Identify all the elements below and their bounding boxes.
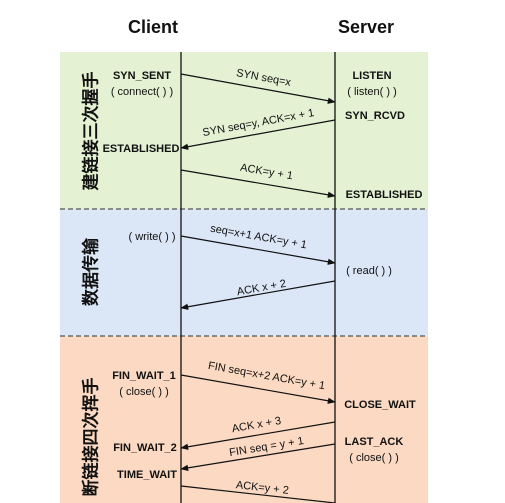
transfer-band [60,209,428,336]
client-call-write: ( write( ) ) [128,231,175,243]
phase-label-handshake: 建链接三次握手 [81,72,101,191]
server-call-listen: ( listen( ) ) [347,86,397,98]
client-state-established: ESTABLISHED [103,143,180,155]
client-header: Client [128,17,178,37]
message-arrow-fin-client [180,374,336,404]
teardown-band [60,336,428,503]
handshake-band [60,52,428,209]
server-state-last-ack: LAST_ACK [345,436,404,448]
message-arrow-data [180,235,336,265]
client-state-fin-wait-1: FIN_WAIT_1 [112,370,176,382]
server-call-read: ( read( ) ) [346,265,392,277]
message-arrow-last-ack [180,485,336,503]
server-state-listen: LISTEN [352,70,391,82]
server-state-close-wait: CLOSE_WAIT [344,399,416,411]
message-arrow-data-ack [180,280,336,310]
phase-label-teardown: 断链接四次挥手 [81,378,101,497]
server-header: Server [338,17,394,37]
client-call-connect: ( connect( ) ) [111,86,173,98]
phase-label-transfer: 数据传输 [81,237,101,306]
message-arrow-ack-fin [180,421,336,450]
client-call-close: ( close( ) ) [119,386,169,398]
client-state-fin-wait-2: FIN_WAIT_2 [113,442,177,454]
client-state-syn-sent: SYN_SENT [113,70,171,82]
server-state-syn-rcvd: SYN_RCVD [345,110,405,122]
message-arrow-ack [180,169,336,198]
message-arrow-syn [180,73,336,104]
message-arrow-fin-server [180,443,336,472]
server-call-close: ( close( ) ) [349,452,399,464]
client-state-time-wait: TIME_WAIT [117,469,177,481]
server-state-established: ESTABLISHED [346,189,423,201]
message-arrow-syn-ack [180,119,336,150]
message-label-last-ack: ACK=y + 2 [235,479,289,497]
